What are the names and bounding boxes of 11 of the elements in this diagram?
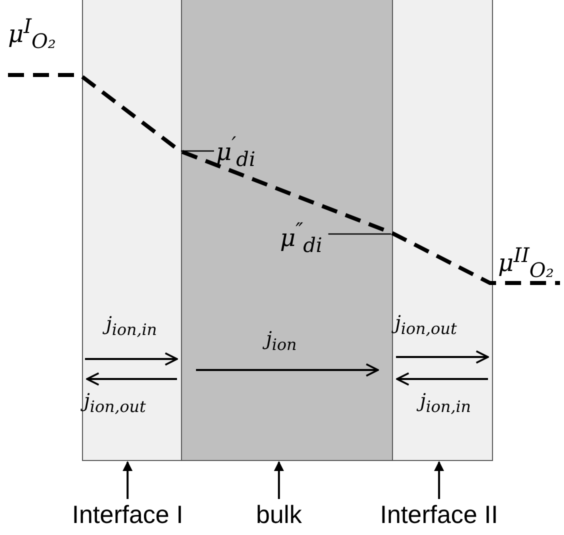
arrow bbox=[274, 461, 284, 499]
arrow bbox=[122, 461, 133, 499]
bulk-band bbox=[181, 0, 393, 461]
leader-line bbox=[181, 150, 214, 152]
interface-band bbox=[392, 0, 493, 461]
leader-line bbox=[328, 233, 391, 235]
arrow bbox=[434, 461, 444, 499]
region-label: Interface I bbox=[72, 503, 184, 528]
region-label: Interface II bbox=[380, 503, 498, 528]
region-label: bulk bbox=[256, 503, 302, 528]
interface-band bbox=[82, 0, 182, 461]
